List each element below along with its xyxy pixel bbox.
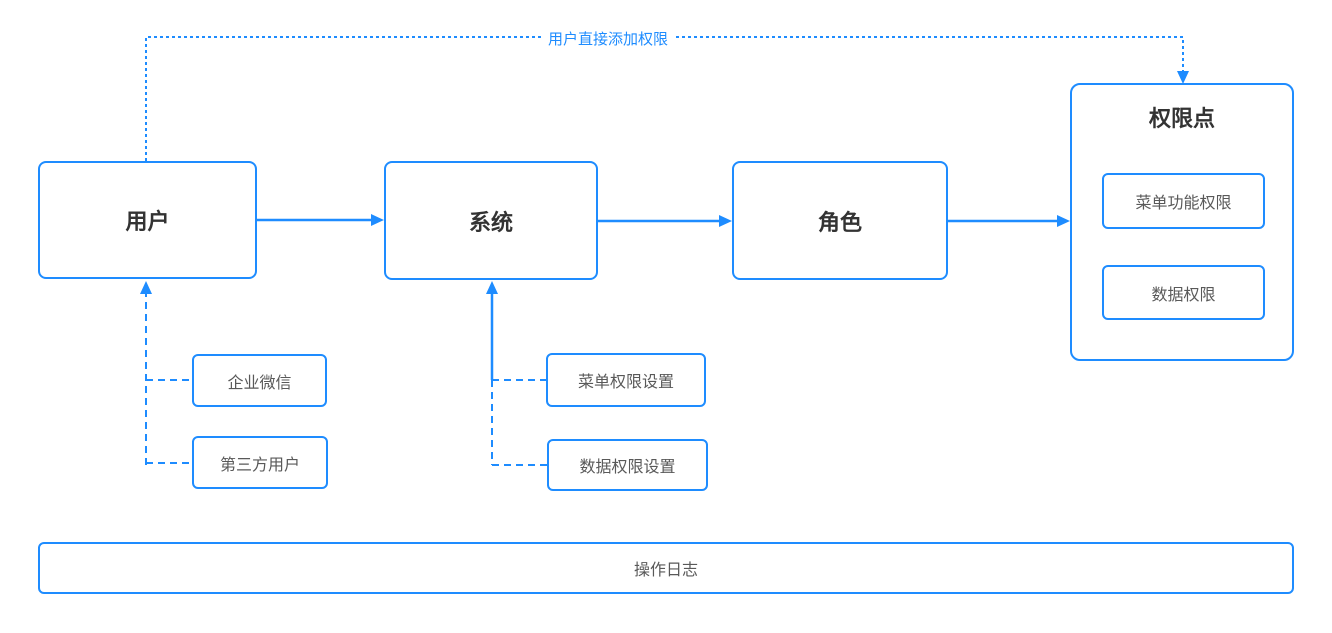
node-system-label: 系统 [468, 209, 513, 235]
arrowhead-up-system [486, 281, 498, 294]
arrowhead-right-permission-point [1057, 215, 1070, 227]
arrowhead-down-permission-point [1177, 71, 1189, 84]
arrowhead-right-system [371, 214, 384, 226]
node-third-party-user: 第三方用户 [192, 436, 328, 489]
node-menu-permission-settings: 菜单权限设置 [546, 353, 706, 407]
node-user: 用户 [38, 161, 257, 279]
node-menu-function-permission: 菜单功能权限 [1102, 173, 1265, 229]
menu-function-permission-label: 菜单功能权限 [1135, 195, 1232, 212]
enterprise-wechat-label: 企业微信 [227, 374, 292, 392]
arrowhead-right-role [719, 215, 732, 227]
menu-permission-settings-label: 菜单权限设置 [577, 374, 674, 391]
node-enterprise-wechat: 企业微信 [192, 354, 327, 407]
node-role: 角色 [732, 161, 948, 280]
operation-log-label: 操作日志 [633, 562, 698, 579]
data-permission-label: 数据权限 [1151, 286, 1216, 304]
permission-point-title: 权限点 [1148, 106, 1215, 131]
user-direct-permission-connector [145, 36, 1184, 161]
node-operation-log: 操作日志 [38, 542, 1294, 594]
node-data-permission: 数据权限 [1102, 265, 1265, 320]
node-role-label: 角色 [817, 209, 862, 235]
third-party-user-label: 第三方用户 [219, 456, 300, 474]
data-permission-settings-label: 数据权限设置 [579, 459, 676, 476]
node-system: 系统 [384, 161, 598, 280]
node-data-permission-settings: 数据权限设置 [547, 439, 708, 491]
node-user-label: 用户 [125, 209, 170, 234]
node-permission-point: 权限点 菜单功能权限 数据权限 [1070, 83, 1294, 361]
user-direct-permission-label: 用户直接添加权限 [543, 28, 674, 49]
arrowhead-up-user [140, 281, 152, 294]
